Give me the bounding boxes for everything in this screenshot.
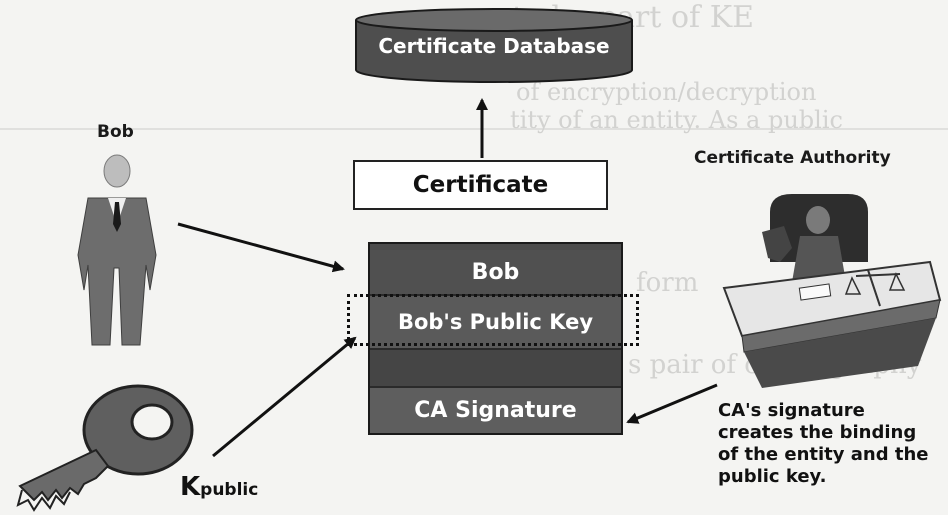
- certificate-label: Certificate: [412, 172, 549, 198]
- background-text-line: of encryption/decryption: [516, 78, 817, 106]
- background-text-line: tity of an entity. As a public: [510, 106, 843, 134]
- certificate-authority-icon: [722, 194, 942, 388]
- field-divider: [370, 386, 621, 388]
- ca-signature-text: CA Signature: [414, 398, 577, 423]
- database-cylinder: [355, 8, 633, 83]
- arrow-caption-to-signature: [626, 383, 718, 424]
- certificate-box: Certificate: [353, 160, 608, 210]
- certificate-structure: Bob Bob's Public Key CA Signature: [368, 242, 623, 435]
- blank-field: [370, 350, 621, 386]
- arrow-key-to-public-key: [212, 336, 357, 458]
- key-label-main: K: [180, 472, 201, 502]
- arrow-bob-to-certificate: [177, 222, 345, 273]
- bob-label: Bob: [97, 122, 134, 142]
- bob-person-icon: [77, 154, 157, 346]
- caption-line: creates the binding: [718, 422, 917, 443]
- key-icon: [16, 384, 194, 512]
- key-label-subscript: public: [200, 480, 259, 500]
- public-key-field: Bob's Public Key: [370, 296, 621, 348]
- background-text-line: form: [636, 268, 699, 298]
- certificate-subject-field: Bob: [370, 250, 621, 294]
- public-key-highlight: [347, 294, 639, 346]
- caption-line: CA's signature: [718, 400, 865, 421]
- certificate-database-label: Certificate Database: [378, 34, 610, 58]
- ca-signature-field: CA Signature: [370, 388, 621, 433]
- certificate-authority-label: Certificate Authority: [694, 148, 891, 168]
- field-divider: [370, 348, 621, 350]
- caption-line: public key.: [718, 466, 827, 487]
- key-label: Kpublic: [180, 472, 258, 502]
- public-key-text: Bob's Public Key: [397, 310, 594, 334]
- background-rule: [0, 128, 948, 130]
- caption-line: of the entity and the: [718, 444, 929, 465]
- ca-signature-caption: CA's signature creates the binding of th…: [718, 400, 946, 488]
- certificate-subject-text: Bob: [471, 259, 520, 285]
